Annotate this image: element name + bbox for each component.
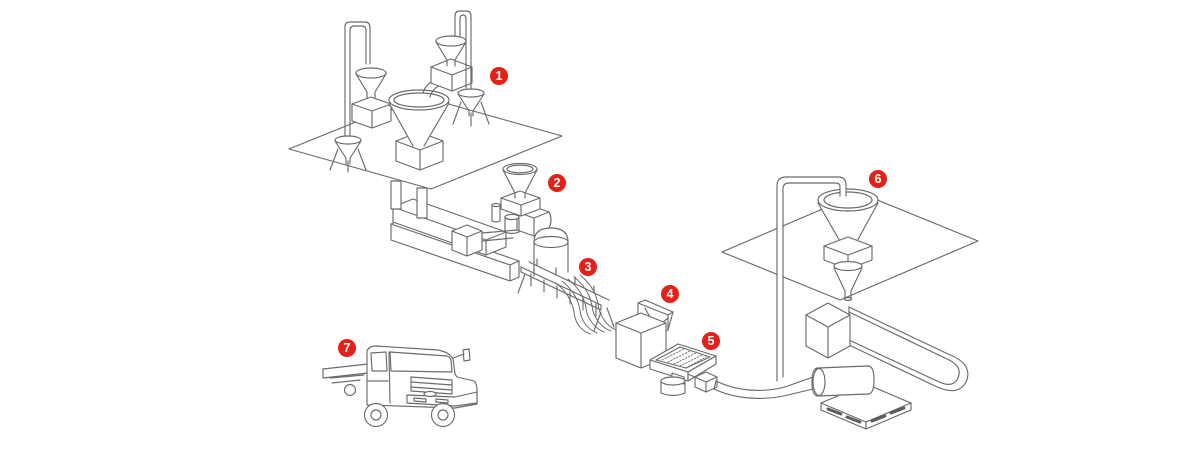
- water-tank: [533, 227, 569, 277]
- discharge-box: [805, 302, 851, 359]
- truck: [322, 345, 478, 428]
- vacuum-loader-left: [329, 21, 371, 173]
- cooling-rack: [517, 258, 615, 332]
- extruder: [451, 162, 552, 257]
- riser-pipe: [776, 176, 847, 382]
- vacuum-loader-right: [452, 88, 490, 127]
- platform-posts: [390, 180, 428, 219]
- vibrating-screen: [649, 343, 718, 397]
- weigh-hopper-left: [351, 67, 403, 129]
- station-badge-4: 4: [661, 285, 679, 303]
- station-badge-3: 3: [579, 258, 597, 276]
- blower: [811, 365, 875, 397]
- conveyor-belt: [848, 306, 969, 392]
- station-badge-2: 2: [548, 174, 566, 192]
- storage-silo: [817, 188, 879, 302]
- transfer-hose: [713, 376, 814, 399]
- station-badge-1: 1: [490, 67, 508, 85]
- central-mixer: [388, 78, 450, 171]
- station-badge-7: 7: [338, 339, 356, 357]
- station-badge-6: 6: [869, 170, 887, 188]
- pelletizer: [615, 299, 674, 369]
- station-badge-5: 5: [702, 332, 720, 350]
- weigh-hopper-right: [430, 10, 473, 92]
- pellet-strands: [555, 274, 617, 335]
